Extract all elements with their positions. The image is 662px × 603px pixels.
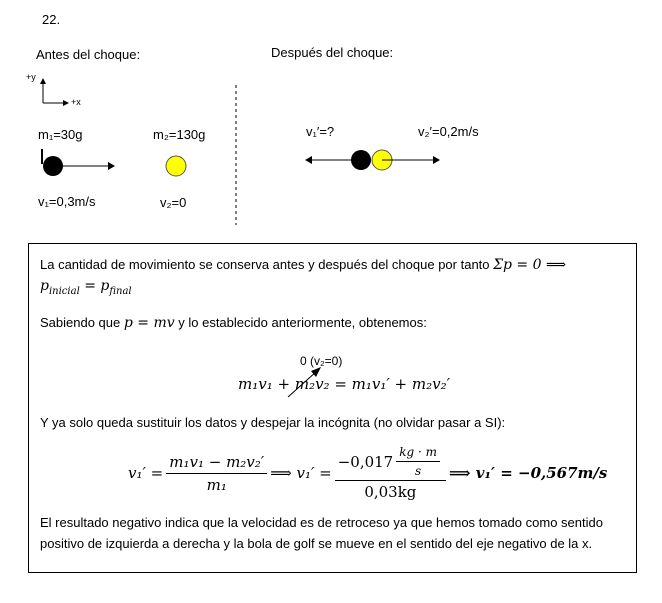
p2-b: y lo establecido anteriormente, obtenemo… <box>174 315 427 330</box>
p-symbol: p <box>40 278 49 294</box>
p3: Y ya solo queda sustituir los datos y de… <box>40 415 506 430</box>
ball-1 <box>43 156 63 176</box>
v1p-arrow <box>305 156 312 164</box>
sub-inicial: inicial <box>48 285 80 297</box>
eq2-num2: −0,017 <box>337 452 394 471</box>
v1-arrow <box>108 162 115 170</box>
sub-final: final <box>109 285 132 297</box>
eq2-mid: ⟹ v₁′ = <box>270 464 332 482</box>
p4: El resultado negativo indica que la velo… <box>40 515 603 551</box>
annotation: 0 (v₂=0) <box>300 354 343 368</box>
v2-label: v₂=0 <box>160 195 187 210</box>
collision-diagram <box>40 78 440 225</box>
axis-y-label: +y <box>26 72 36 82</box>
eq2-result: ⟹ v₁′ = −0,567m/s <box>449 464 608 482</box>
axis-x-label: +x <box>71 97 81 107</box>
cancel-arrow-icon <box>287 367 321 398</box>
eq2-den: m₁ <box>206 475 227 494</box>
equation-1: m₁v₁ + m₂v₂ = m₁v₁′ + m₂v₂′ <box>238 375 451 393</box>
eq2-num: m₁v₁ − m₂v₂′ <box>166 453 268 474</box>
eq2-lhs: v₁′ = <box>128 464 164 482</box>
p2-a: Sabiendo que <box>40 315 124 330</box>
v1p-label: v₁′=? <box>306 124 335 139</box>
eq2-unit-den: s <box>415 464 422 478</box>
m2-label: m₂=130g <box>153 127 206 142</box>
before-title: Antes del choque: <box>36 47 141 62</box>
eq-sign: = p <box>79 278 110 294</box>
v2p-label: v₂′=0,2m/s <box>418 124 479 139</box>
v2p-arrow <box>433 156 440 164</box>
after-title: Después del choque: <box>271 45 394 60</box>
ball-2 <box>165 155 187 177</box>
ball-1-after <box>351 150 371 170</box>
m1-label: m₁=30g <box>38 127 83 142</box>
p1-text: La cantidad de movimiento se conserva an… <box>40 257 494 272</box>
problem-number: 22. <box>42 12 61 27</box>
eq2-den2: 0,03kg <box>364 483 417 501</box>
axes-icon <box>40 78 69 106</box>
v1-label: v₁=0,3m/s <box>38 194 96 209</box>
solution-box <box>28 243 637 573</box>
eq2-unit-num: kg · m <box>396 445 441 462</box>
p1-math: Σp = 0 ⟹ <box>493 257 567 273</box>
p2-math: p = mv <box>123 315 175 331</box>
